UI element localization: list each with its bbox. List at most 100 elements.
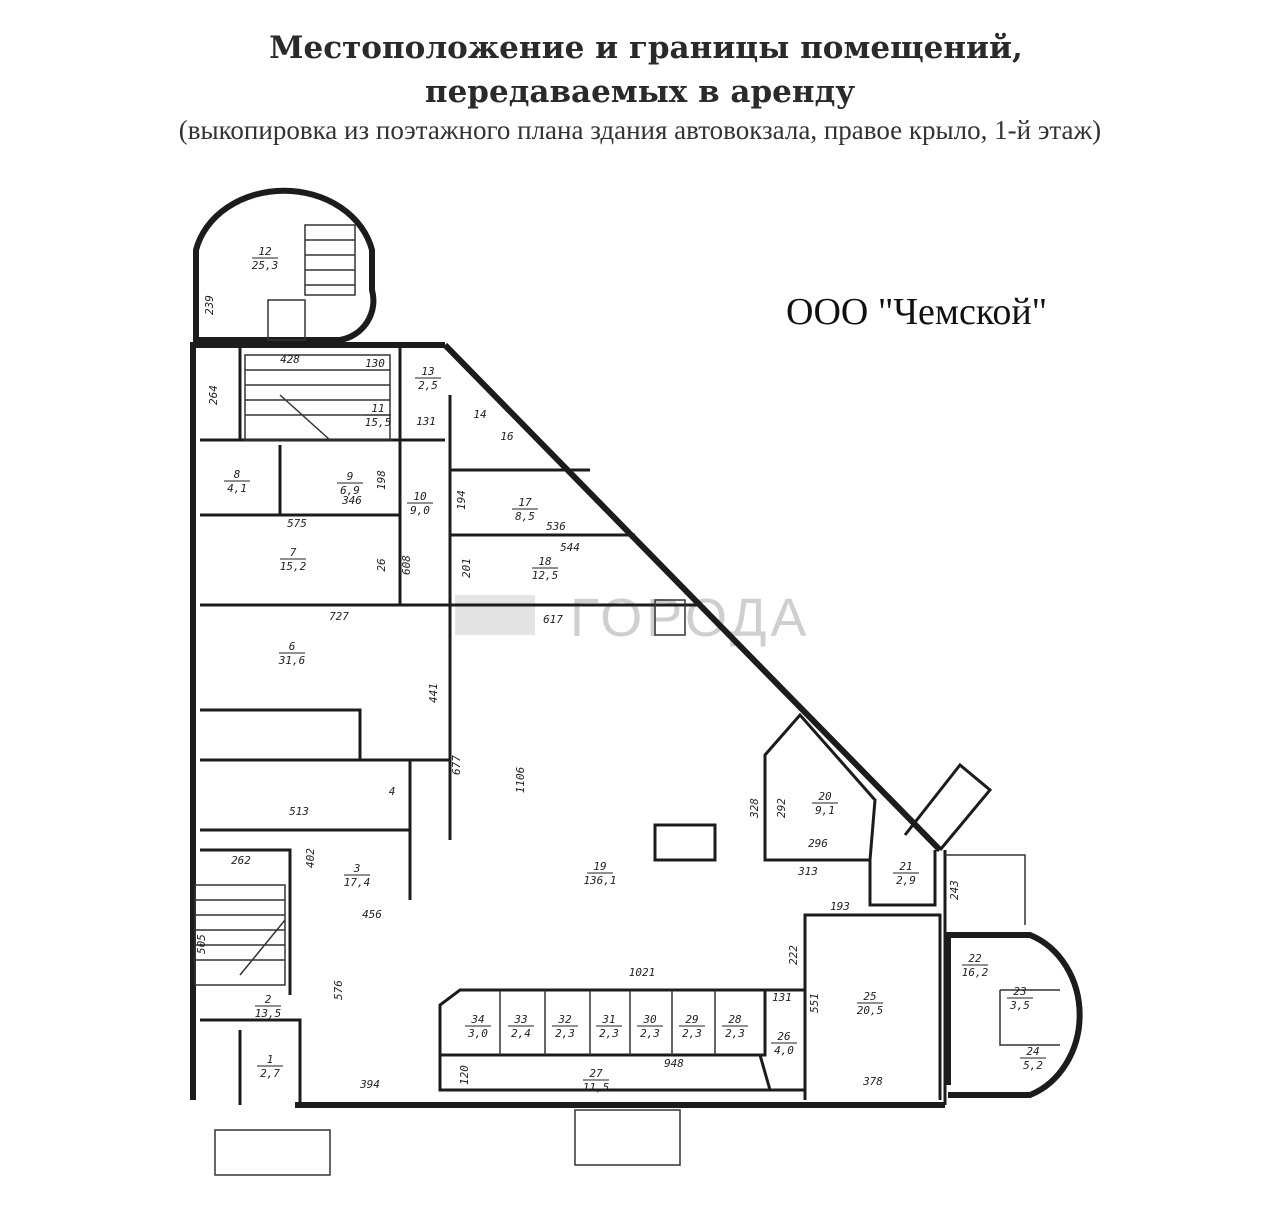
dimension-label: 131 xyxy=(416,415,436,428)
watermark-logo xyxy=(455,595,535,635)
dimension-label: 576 xyxy=(332,980,345,1000)
partition xyxy=(200,848,292,995)
room-area: 2,3 xyxy=(725,1027,745,1040)
room-area: 9,1 xyxy=(815,804,835,817)
dimension-label: 948 xyxy=(664,1057,684,1070)
room-area: 136,1 xyxy=(583,874,616,887)
room-number: 22 xyxy=(968,952,982,965)
dimension-label: 239 xyxy=(203,295,216,315)
dimension-label: 456 xyxy=(362,908,382,921)
room-area: 2,3 xyxy=(599,1027,619,1040)
dimension-label: 677 xyxy=(450,755,463,775)
dimension-label: 222 xyxy=(787,945,800,965)
room-area: 2,5 xyxy=(418,379,438,392)
room-number: 16 xyxy=(500,430,514,443)
stair-12 xyxy=(267,224,356,341)
room-area: 5,2 xyxy=(1023,1059,1043,1072)
stair-2 xyxy=(194,884,286,986)
dimension-label: 346 xyxy=(341,494,362,507)
room-area: 15,5 xyxy=(365,416,392,429)
dimension-label: 378 xyxy=(862,1075,883,1088)
room-number: 14 xyxy=(473,408,486,421)
room-area: 31,6 xyxy=(278,654,306,667)
room-number: 19 xyxy=(593,860,606,873)
room-number: 31 xyxy=(601,1013,615,1026)
dimension-label: 727 xyxy=(329,610,349,623)
room-number: 3 xyxy=(353,862,361,875)
room-area: 2,3 xyxy=(640,1027,660,1040)
room-20-wall xyxy=(763,712,877,862)
room-number: 34 xyxy=(470,1013,484,1026)
partition xyxy=(200,708,362,760)
dimension-label: 292 xyxy=(775,798,788,818)
partition xyxy=(200,1018,302,1105)
dimension-label: 198 xyxy=(375,470,388,490)
dimension-label: 575 xyxy=(287,517,307,530)
room-area: 4,0 xyxy=(774,1044,794,1057)
room-area: 9,0 xyxy=(410,504,430,517)
tenant-label: ООО "Чемской" xyxy=(786,291,1048,333)
column xyxy=(654,599,686,636)
dimension-label: 262 xyxy=(231,854,251,867)
hall-kiosk xyxy=(653,823,717,862)
room-area: 2,3 xyxy=(682,1027,702,1040)
room-area: 8,5 xyxy=(515,510,535,523)
dimension-label: 505 xyxy=(195,934,208,954)
room-27-wall xyxy=(438,1054,772,1092)
room-area: 2,4 xyxy=(511,1027,531,1040)
room-number: 7 xyxy=(290,546,297,559)
room-number: 21 xyxy=(899,860,912,873)
dimension-label: 131 xyxy=(772,991,792,1004)
dimension-label: 264 xyxy=(207,385,220,405)
room-area: 13,5 xyxy=(255,1007,282,1020)
room-area: 4,1 xyxy=(227,482,247,495)
tower-12-wall xyxy=(193,187,377,343)
dimension-label: 394 xyxy=(359,1078,380,1091)
room-area: 3,0 xyxy=(467,1027,488,1040)
room-number: 25 xyxy=(863,990,876,1003)
room-number: 29 xyxy=(685,1013,698,1026)
room-area: 16,2 xyxy=(962,966,989,979)
room-number: 27 xyxy=(589,1067,603,1080)
dimension-label: 428 xyxy=(280,353,300,366)
room-area: 6,9 xyxy=(340,484,360,497)
dimension-label: 120 xyxy=(458,1065,471,1085)
dimension-label: 544 xyxy=(560,541,580,554)
dimension-label: 296 xyxy=(808,837,828,850)
room-number: 4 xyxy=(389,785,396,798)
stair-11 xyxy=(244,354,391,441)
kiosk-dividers xyxy=(499,990,716,1055)
dimension-label: 328 xyxy=(748,798,761,819)
dimension-label: 1021 xyxy=(629,966,656,979)
kiosk-row xyxy=(438,988,767,1057)
room-number: 33 xyxy=(513,1013,527,1026)
room-area: 11,5 xyxy=(583,1081,610,1094)
outer-wall-diagonal xyxy=(442,342,943,853)
room-21-wall xyxy=(868,850,937,907)
room-number: 1 xyxy=(267,1053,274,1066)
dimension-label: 551 xyxy=(808,993,821,1013)
room-number: 8 xyxy=(234,468,241,481)
room-area: 2,3 xyxy=(555,1027,575,1040)
room-number: 18 xyxy=(538,555,552,568)
dimension-label: 513 xyxy=(289,805,309,818)
annex-right xyxy=(945,854,1026,925)
entrance xyxy=(214,1109,681,1176)
room-area: 2,9 xyxy=(896,874,916,887)
room-number: 30 xyxy=(642,1013,657,1026)
partition xyxy=(200,828,412,900)
room-number: 26 xyxy=(777,1030,791,1043)
dimension-label: 608 xyxy=(400,555,413,575)
plan-title-line1: Местоположение и границы помещений, xyxy=(269,30,1023,66)
dimension-label: 536 xyxy=(546,520,566,533)
tower-partitions xyxy=(999,989,1060,1046)
room-25-wall xyxy=(803,913,942,1100)
room-number: 13 xyxy=(421,365,434,378)
dimension-label: 243 xyxy=(948,880,961,900)
dimension-label: 201 xyxy=(460,558,473,578)
room-area: 15,2 xyxy=(280,560,307,573)
room-number: 2 xyxy=(265,993,272,1006)
room-area: 3,5 xyxy=(1009,999,1030,1012)
